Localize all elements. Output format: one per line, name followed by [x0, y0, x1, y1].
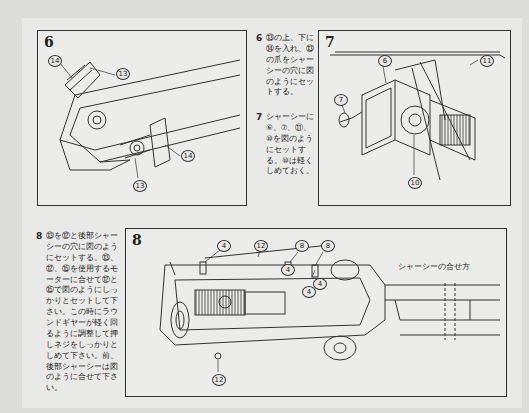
instruction-text: ⑬の上、下に⑭を入れ、⑬の爪をシャーシーの穴に図のようにセットする。 [266, 33, 316, 98]
instruction-text: ⑬を⑫と後部シャーシーの穴に図のようにセットする。⑬、⑫、⑮を使用するモーターに… [46, 231, 120, 394]
callout-number: 13 [133, 180, 147, 192]
callout-number: 14 [48, 55, 62, 67]
step-number: 6 [256, 33, 262, 44]
callout-number: 12 [254, 240, 268, 252]
callout-number: 8 [321, 240, 335, 252]
callout-number: 4 [281, 264, 295, 276]
callout-number: 7 [334, 94, 348, 106]
callout-number: 4 [302, 286, 316, 298]
callout-number: 14 [181, 150, 195, 162]
callout-number: 11 [480, 55, 494, 67]
step-number: 7 [325, 34, 335, 50]
callout-number: 10 [408, 177, 422, 189]
step-panel: 8 [125, 228, 507, 397]
step-number: 6 [44, 34, 54, 50]
callout-number: 4 [217, 240, 231, 252]
instruction-text: シャーシーに⑥、⑦、⑪、⑩を図のようにセットする。⑩は軽くしめておく。 [266, 112, 316, 177]
step-number: 7 [256, 112, 262, 123]
callout-number: 8 [295, 240, 309, 252]
step-number: 8 [36, 231, 42, 242]
step-number: 8 [132, 232, 142, 248]
inset-caption: シャーシーの合せ方 [398, 262, 470, 272]
callout-number: 6 [378, 55, 392, 67]
callout-number: 13 [116, 68, 130, 80]
callout-number: 12 [212, 374, 226, 386]
